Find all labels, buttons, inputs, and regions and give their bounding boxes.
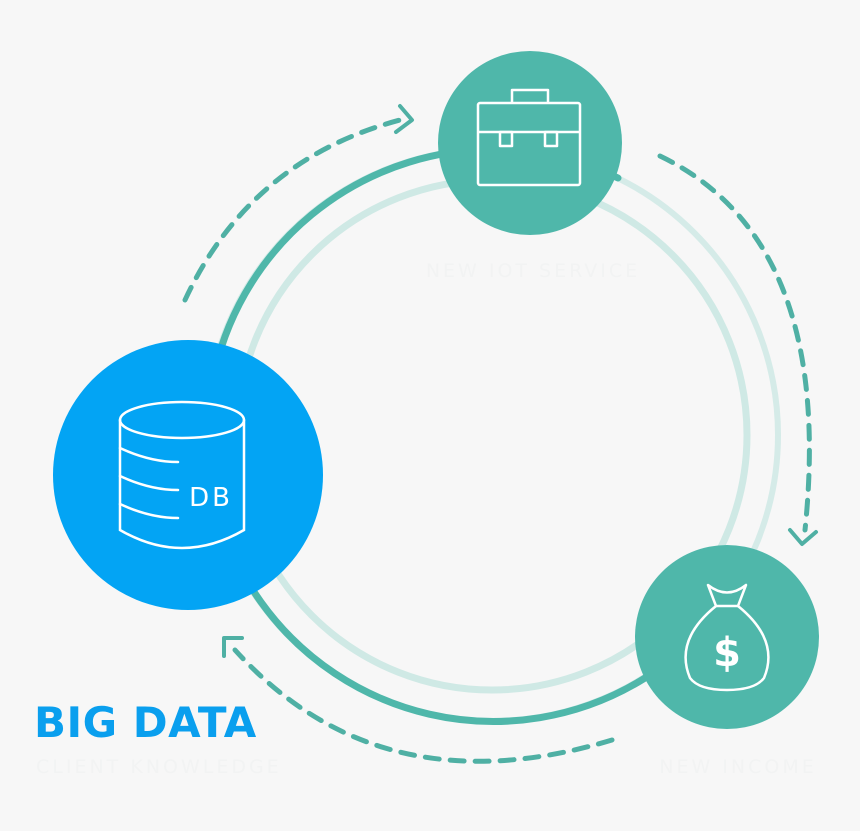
big-data-title: BIG DATA: [34, 698, 257, 747]
node-income: $: [635, 545, 819, 729]
node-big-data: DB: [53, 340, 323, 610]
money-bag-icon: [684, 583, 770, 692]
arrow-to-big-data: [222, 636, 615, 764]
dollar-glyph: $: [713, 630, 741, 676]
node-iot-service: [438, 51, 622, 235]
arrow-to-iot: [182, 104, 414, 303]
iot-service-label: NEW IOT SERVICE: [425, 260, 641, 282]
income-label: NEW INCOME: [659, 756, 817, 778]
big-data-subtitle: CLIENT KNOWLEDGE: [36, 756, 282, 778]
db-label: DB: [189, 483, 233, 513]
database-icon: [118, 400, 246, 550]
briefcase-icon: [476, 88, 582, 187]
arrow-to-income: [657, 153, 818, 546]
